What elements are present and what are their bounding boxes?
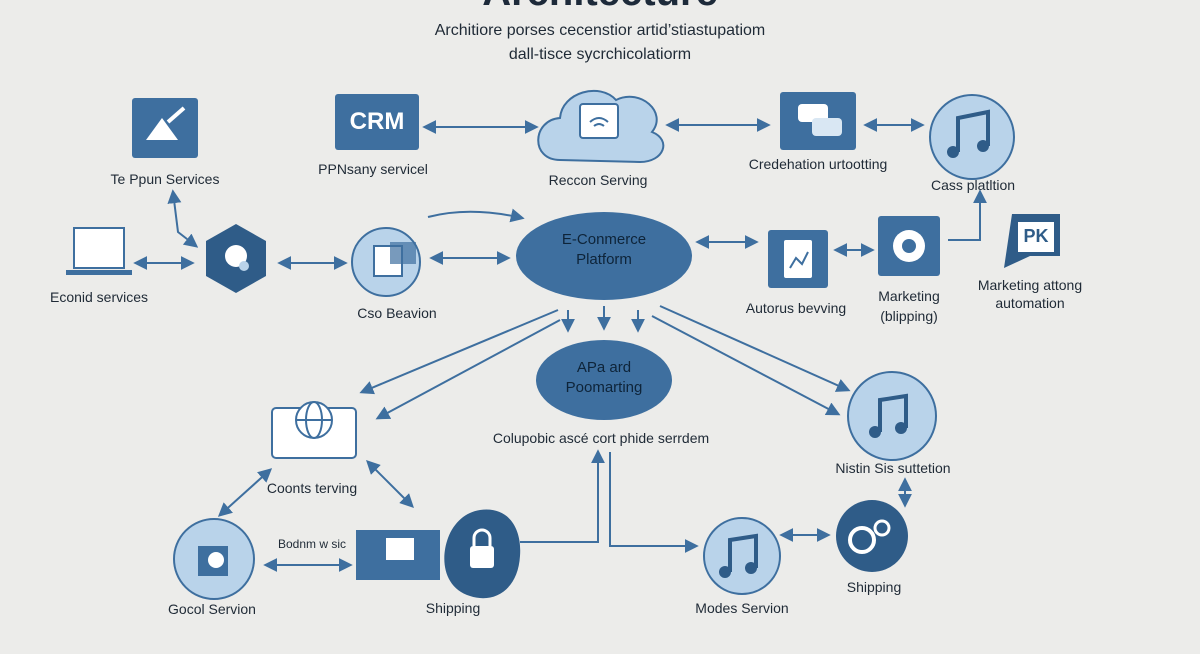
autorus-label: Autorus bevving — [745, 300, 847, 316]
laptop-icon — [579, 103, 619, 139]
arrow-ecom-coonts-1 — [359, 309, 559, 395]
api-node — [536, 340, 672, 420]
recon-node — [537, 90, 665, 164]
diagram-header-title: Architecture — [0, 0, 1200, 15]
arrow-top-ecom — [427, 208, 525, 223]
nistin-circle — [847, 371, 937, 461]
gocol-node — [173, 518, 255, 600]
crm-node — [335, 94, 419, 150]
shipping-right-node — [836, 500, 908, 572]
mkt-auto-line2: automation — [995, 295, 1065, 311]
pk-icon-text: PK — [1023, 226, 1049, 246]
shipping-left-node — [356, 509, 521, 599]
wrench-icon — [166, 106, 186, 124]
api-oval — [536, 340, 672, 420]
wifi-icon — [589, 117, 609, 127]
cso-node — [351, 227, 421, 297]
modes-circle — [703, 517, 781, 595]
marketing-line2: (blipping) — [880, 308, 938, 324]
coonts-node — [271, 401, 357, 459]
bodnm-label: Bodnm w sic — [277, 537, 347, 551]
nistin-label: Nistin Sis suttetion — [835, 460, 951, 476]
nistin-node — [847, 371, 937, 461]
chat-icon-1 — [798, 104, 828, 122]
laptop-screen-icon — [73, 227, 125, 269]
modes-node — [703, 517, 781, 595]
cass-label: Cass platltion — [930, 177, 1016, 193]
arrow-shipping-colu — [520, 449, 605, 543]
mkt-auto-line1: Marketing attong — [977, 277, 1083, 293]
gear-icon — [848, 526, 876, 554]
ecom-node — [516, 212, 692, 300]
monitor-small-icon — [386, 538, 414, 560]
tpun-node — [132, 98, 198, 158]
api-line2: Poomarting — [565, 379, 643, 396]
autorus-node — [768, 230, 828, 288]
arrow-marketing-cass — [948, 189, 987, 241]
cloud-gear-icon — [225, 245, 247, 267]
marketing-node — [878, 216, 940, 276]
cred-node — [780, 92, 856, 150]
cso-label: Cso Beavion — [357, 305, 437, 321]
cass-node — [929, 94, 1015, 180]
chat-icon-2 — [812, 118, 842, 136]
modes-label: Modes Servion — [695, 600, 789, 616]
econid-label: Econid services — [49, 289, 149, 305]
diagram-subtitle-1: Architiore porses cecenstior artid’stias… — [434, 22, 766, 39]
chart-icon — [789, 251, 809, 269]
econid-node — [66, 227, 132, 275]
arrow-colu-modes — [609, 452, 699, 553]
ecom-oval — [516, 212, 692, 300]
marketing-line1: Marketing — [878, 288, 940, 304]
mountain-icon — [146, 118, 178, 140]
arrow-tpun-hub — [167, 189, 199, 248]
ecom-line1: E-Conmerce — [561, 231, 647, 248]
connector-arrows — [133, 118, 987, 572]
lock-icon — [470, 546, 494, 568]
shipping-left-label: Shipping — [425, 600, 481, 616]
arrow-ecom-coonts-2 — [375, 319, 561, 420]
hub-node — [206, 224, 266, 293]
crm-icon-text: CRM — [349, 108, 405, 135]
cass-circle — [929, 94, 1015, 180]
tpun-label: Te Ppun Services — [110, 171, 220, 187]
arrow-coonts-gocol — [217, 468, 273, 517]
music-note-icon — [956, 109, 990, 152]
crm-box — [335, 94, 419, 150]
arrow-ecom-nistin-2 — [659, 305, 851, 392]
gocol-label: Gocol Servion — [168, 601, 256, 617]
colu-label: Colupobic ascé cort phide serrdem — [492, 430, 710, 446]
ecom-line2: Platform — [576, 251, 632, 268]
recon-label: Reccon Serving — [548, 172, 648, 188]
grid-icon — [390, 242, 416, 264]
api-line1: APa ard — [576, 359, 632, 376]
mkt-auto-node — [1004, 214, 1060, 268]
music-note-icon — [728, 533, 758, 572]
crm-label: PPNsany servicel — [318, 161, 428, 177]
cred-label: Credehation urtootting — [748, 156, 888, 172]
coonts-label: Coonts terving — [266, 480, 358, 496]
shipping-right-label: Shipping — [846, 579, 902, 595]
arrow-coonts-shipping — [366, 460, 414, 508]
arrow-ecom-nistin-1 — [651, 315, 841, 416]
music-note-icon — [878, 393, 908, 432]
diagram-subtitle-2: dall-tisce sycrchicolatiorm — [508, 46, 692, 63]
